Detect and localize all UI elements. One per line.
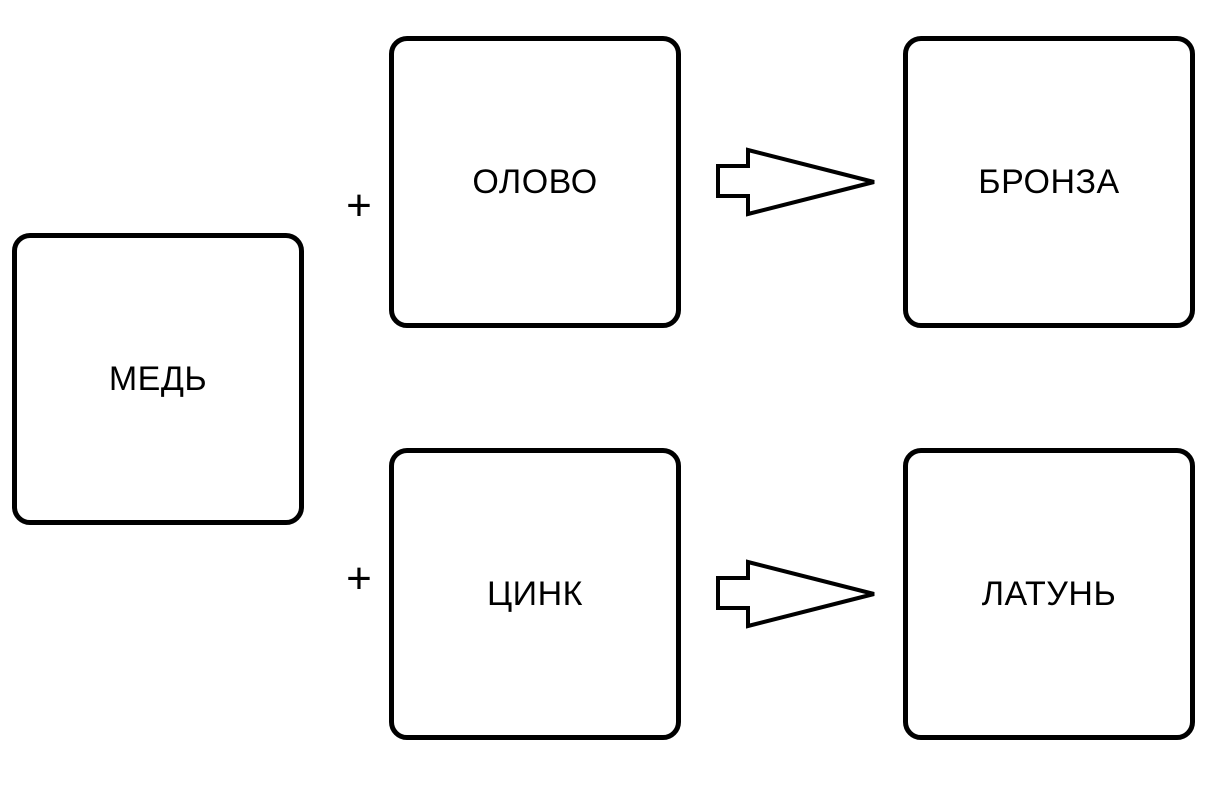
box-bronze-label: БРОНЗА: [978, 162, 1120, 201]
plus-sign-bottom: +: [346, 554, 372, 603]
box-zinc-label: ЦИНК: [487, 574, 583, 613]
arrow-right-icon: [716, 559, 875, 629]
box-copper: МЕДЬ: [12, 233, 304, 525]
plus-sign-top: +: [346, 181, 372, 230]
arrow-right-icon: [716, 147, 875, 217]
box-brass: ЛАТУНЬ: [903, 448, 1195, 740]
box-bronze: БРОНЗА: [903, 36, 1195, 328]
box-brass-label: ЛАТУНЬ: [981, 574, 1117, 613]
box-copper-label: МЕДЬ: [108, 359, 208, 398]
box-zinc: ЦИНК: [389, 448, 681, 740]
box-tin: ОЛОВО: [389, 36, 681, 328]
box-tin-label: ОЛОВО: [472, 162, 598, 201]
